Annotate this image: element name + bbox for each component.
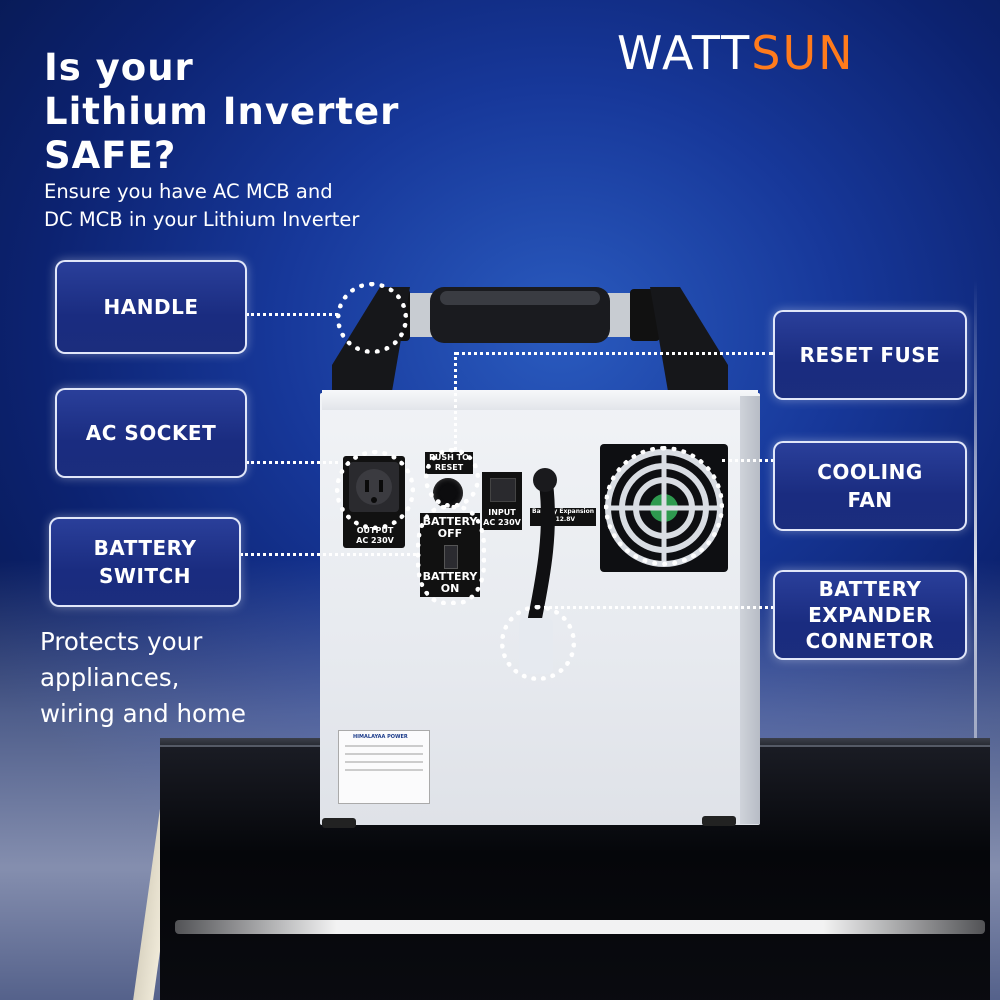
protects-text: Protects your appliances, wiring and hom… bbox=[40, 624, 246, 732]
callout-cooling-fan: COOLING FAN bbox=[773, 441, 967, 531]
protects-line-2: appliances, bbox=[40, 663, 180, 692]
ac-socket-highlight-ring bbox=[335, 450, 415, 530]
cooling-fan-highlight-ring bbox=[604, 446, 724, 566]
expander-highlight-ring bbox=[500, 605, 576, 681]
callout-ac-socket-text: AC SOCKET bbox=[85, 421, 217, 445]
headline-line-2: Lithium Inverter bbox=[44, 90, 400, 133]
foot-right bbox=[702, 816, 736, 826]
callout-cooling-fan-text: COOLING FAN bbox=[817, 460, 923, 512]
logo-part-watt: WATT bbox=[617, 26, 752, 80]
leader-ac-socket bbox=[246, 461, 338, 464]
leader-expander bbox=[544, 606, 774, 609]
headline: Is your Lithium Inverter SAFE? bbox=[44, 46, 399, 178]
callout-battery-expander: BATTERY EXPANDER CONNETOR bbox=[773, 570, 967, 660]
leader-battery-switch bbox=[240, 553, 416, 556]
battery-switch-highlight-ring bbox=[416, 505, 486, 605]
wattsun-logo: WATTSUN bbox=[617, 26, 855, 80]
handle-highlight-ring bbox=[336, 282, 408, 354]
pedestal-shine bbox=[175, 920, 985, 934]
callout-battery-expander-text: BATTERY EXPANDER CONNETOR bbox=[805, 577, 935, 653]
subheadline-line-1: Ensure you have AC MCB and bbox=[44, 180, 333, 203]
light-streak bbox=[974, 280, 977, 840]
callout-reset-fuse: RESET FUSE bbox=[773, 310, 967, 400]
brand-plate: HIMALAYAA POWER bbox=[338, 730, 430, 804]
inverter-side bbox=[740, 396, 760, 824]
brand-plate-text: HIMALAYAA POWER bbox=[353, 734, 408, 740]
leader-reset-fuse-v bbox=[454, 352, 457, 450]
callout-battery-switch: BATTERY SWITCH bbox=[49, 517, 241, 607]
headline-line-3: SAFE? bbox=[44, 134, 177, 177]
callout-handle-text: HANDLE bbox=[103, 295, 199, 319]
protects-line-3: wiring and home bbox=[40, 699, 246, 728]
inverter-top-edge bbox=[322, 390, 758, 410]
callout-ac-socket: AC SOCKET bbox=[55, 388, 247, 478]
foot-left bbox=[322, 818, 356, 828]
leader-handle bbox=[246, 313, 338, 316]
subheadline: Ensure you have AC MCB and DC MCB in you… bbox=[44, 178, 359, 234]
input-socket: INPUT AC 230V bbox=[482, 472, 522, 530]
leader-cooling-fan bbox=[722, 459, 774, 462]
leader-reset-fuse-h bbox=[455, 352, 773, 355]
headline-line-1: Is your bbox=[44, 46, 194, 89]
callout-handle: HANDLE bbox=[55, 260, 247, 354]
callout-battery-switch-text: BATTERY SWITCH bbox=[93, 536, 197, 588]
label-input: INPUT AC 230V bbox=[483, 508, 521, 527]
label-output: OUTPUT AC 230V bbox=[356, 526, 394, 545]
reset-fuse-highlight-ring bbox=[424, 448, 480, 508]
protects-line-1: Protects your bbox=[40, 627, 203, 656]
subheadline-line-2: DC MCB in your Lithium Inverter bbox=[44, 208, 360, 231]
callout-reset-fuse-text: RESET FUSE bbox=[799, 343, 941, 367]
logo-part-sun: SUN bbox=[751, 26, 855, 80]
